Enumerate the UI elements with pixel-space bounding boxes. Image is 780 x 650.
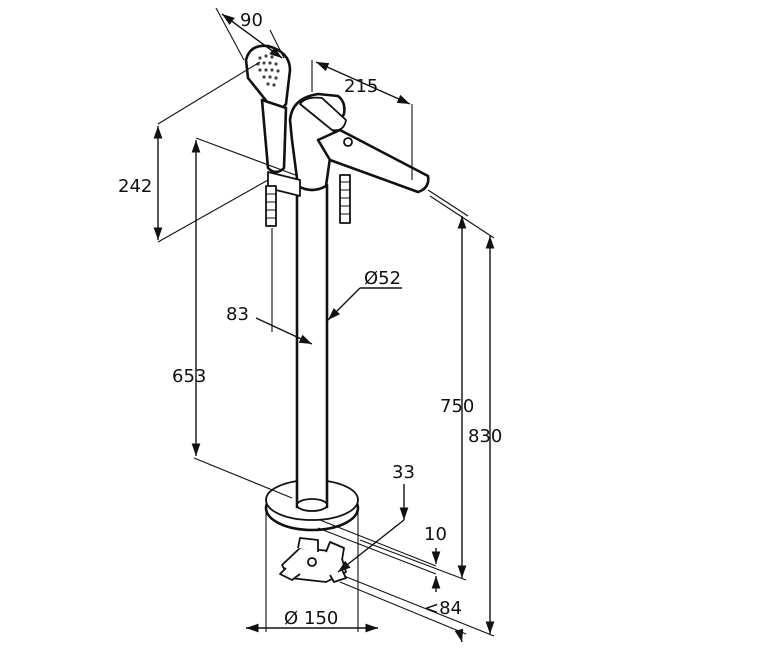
- dimension-labels: 90 215 242 Ø52 83 653 750 830 33 10 <84 …: [118, 10, 502, 629]
- dim-90-label: 90: [240, 10, 263, 31]
- dim-33-label: 33: [392, 462, 415, 483]
- pillar: [295, 183, 329, 509]
- hand-shower: [244, 44, 292, 174]
- dimension-lines: [153, 7, 495, 643]
- faucet-body: [244, 44, 430, 583]
- dim-242-label: 242: [118, 176, 152, 197]
- dim-84-label: <84: [424, 598, 462, 619]
- dim-215-label: 215: [344, 76, 378, 97]
- dim-150-label: 150: [304, 608, 338, 629]
- mounting-bracket: [279, 537, 347, 583]
- dim-653-label: 653: [172, 366, 206, 387]
- dim-750-label: 750: [440, 396, 474, 417]
- dim-830-label: 830: [468, 426, 502, 447]
- dim-10-label: 10: [424, 524, 447, 545]
- diameter-symbol: Ø: [284, 608, 298, 629]
- dim-83-label: 83: [226, 304, 249, 325]
- dim-52-label: Ø52: [364, 268, 401, 289]
